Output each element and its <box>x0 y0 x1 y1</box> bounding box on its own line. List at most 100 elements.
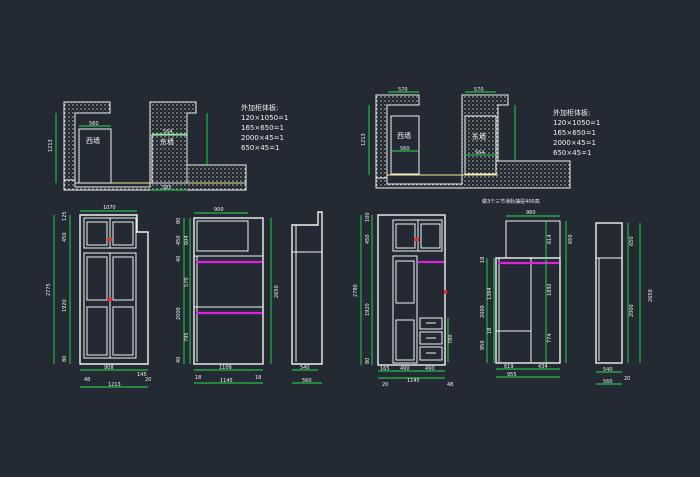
elev2-dim-h2: 604 <box>184 235 190 245</box>
plan-right-cabinet-a <box>390 115 420 175</box>
plan-right-west-wall-label: 西墙 <box>397 131 411 140</box>
elev2-dim-h8: 40 <box>176 357 182 363</box>
elev5-dim-h8: 18 <box>487 328 493 334</box>
elev2-dim-top: 900 <box>214 207 224 213</box>
elev5-top-box <box>505 220 561 259</box>
elev4-panel <box>395 260 415 304</box>
plan-right-cabinet-b <box>464 115 497 175</box>
notes-left-title: 外加柜体板: <box>241 103 278 112</box>
elev4-dim-d4: 165 <box>380 366 390 372</box>
elev4-drawer <box>419 331 443 345</box>
elev4-dim-right: 48 <box>447 382 453 388</box>
elev1-panel <box>112 221 134 246</box>
elev5-dim-h1: 614 <box>547 234 553 244</box>
elev4-panel <box>395 319 415 361</box>
notes-right-title: 外加柜体板: <box>553 108 590 117</box>
elev1-handle <box>107 298 112 301</box>
elev1-dim-right: 20 <box>145 377 151 383</box>
elev2-dim-h3: 450 <box>176 235 182 245</box>
elev1-dim-total: 2775 <box>46 283 52 296</box>
elev1-dim-side: 145 <box>137 372 147 378</box>
plan-left-west-wall-label: 西墙 <box>86 136 100 145</box>
elev3-dim-w2: 560 <box>302 378 312 384</box>
plan-left-east-wall <box>63 101 247 191</box>
notes-right-line: 2000×45=1 <box>553 139 596 147</box>
elev5-dim-b2: 434 <box>538 364 548 370</box>
elev4-dim-total-w: 1145 <box>407 378 420 384</box>
elev2-dim-h7: 795 <box>184 332 190 342</box>
elev4-dim-drawer: 780 <box>448 334 454 344</box>
elev4-main-door <box>392 255 418 364</box>
elev4-drawer <box>419 346 443 361</box>
elev-left-front: 1070 2775 125 450 1920 80 908 145 48 20 … <box>46 205 151 388</box>
elev2-dim-h5: 570 <box>184 277 190 287</box>
plan-left-east-wall-label: 东墙 <box>160 137 174 146</box>
elev4-handle <box>444 290 447 294</box>
elev3-dim-w1: 540 <box>300 365 310 371</box>
elev6-dim-h2: 2000 <box>629 304 635 317</box>
elev1-dim-hbase: 80 <box>62 356 68 362</box>
plan-right-dim-560: 560 <box>400 146 410 152</box>
elev4-dim-hmid: 450 <box>365 234 371 244</box>
elev-right-front: 2780 100 450 1920 80 780 165 490 490 20 … <box>353 212 454 388</box>
elev6-dim-h1: 650 <box>629 236 635 246</box>
notes-left-line: 2000×45=1 <box>241 134 284 142</box>
elev5-dim-h9: 950 <box>480 340 486 350</box>
elev2-dim-r: 18 <box>255 375 261 381</box>
elev3-outline <box>291 211 323 365</box>
elev4-dim-hbase: 80 <box>365 358 371 364</box>
elev-right-side: 960 18 2000 950 1364 18 614 1892 774 650… <box>480 210 574 378</box>
plan-left-dim-1213: 1213 <box>48 139 54 152</box>
plan-left-dim-560: 560 <box>89 121 99 127</box>
elev5-dim-top: 960 <box>526 210 536 216</box>
elev6-dim-total: 2650 <box>648 289 654 302</box>
elev2-dim-bw: 1109 <box>219 365 232 371</box>
elev1-outline <box>79 214 149 365</box>
elev2-dim-h4: 40 <box>176 256 182 262</box>
elev5-dim-h3: 18 <box>480 257 486 263</box>
notes-right-line: 165×650=1 <box>553 129 596 137</box>
elev4-dim-hlow: 1920 <box>365 303 371 316</box>
plan-left: 西墙 东墙 560 564 585 1213 <box>48 101 247 191</box>
elev1-dim-top: 1070 <box>103 205 116 211</box>
elev1-panel <box>112 256 134 301</box>
elev6-dim-r: 20 <box>624 376 630 382</box>
elev4-outline <box>377 214 446 366</box>
plan-left-cabinet-b <box>151 134 188 184</box>
notes-left: 外加柜体板: 120×1050=1 165×650=1 2000×45=1 65… <box>241 103 288 152</box>
elev4-panel <box>420 223 441 249</box>
elev2-dim-total-w: 1145 <box>220 378 233 384</box>
notes-right-line: 650×45=1 <box>553 149 591 157</box>
elev4-handle <box>414 238 419 241</box>
elev5-dim-b1: 619 <box>504 364 514 370</box>
elev-left-side: 900 80 450 40 2000 40 604 570 795 1109 1… <box>176 207 280 384</box>
elev1-panel <box>86 306 108 356</box>
elev6-dim-w2: 560 <box>603 379 613 385</box>
notes-left-line: 650×45=1 <box>241 144 279 152</box>
elev1-dim-bw: 908 <box>104 365 114 371</box>
plan-right-dim-top2: 570 <box>474 87 484 93</box>
elev6-dim-w1: 540 <box>603 367 613 373</box>
elev4-dim-d3: 490 <box>425 366 435 372</box>
elev1-dim-hlow: 1920 <box>62 299 68 312</box>
elev4-dim-d1: 20 <box>382 382 388 388</box>
elev1-panel <box>86 256 108 301</box>
elev2-dim-h1: 80 <box>176 218 182 224</box>
plan-left-dim-564: 564 <box>163 129 173 135</box>
elev5-dim-h7: 774 <box>547 333 553 343</box>
elev2-dim-h6: 2000 <box>176 307 182 320</box>
plan-right: 西墙 东墙 570 570 560 564 1213 <box>361 87 571 189</box>
elev4-dim-htop: 100 <box>365 212 371 222</box>
elev4-panel <box>395 223 416 249</box>
elev5-dim-total-w: 955 <box>507 372 517 378</box>
elev4-drawer <box>419 317 443 330</box>
elev2-outline <box>193 217 264 365</box>
center-caption: 做3个三节滑轨抽屉400高 <box>482 198 540 205</box>
elev-left-end: 540 560 <box>291 211 323 384</box>
elev1-panel <box>112 306 134 356</box>
elev4-dim-total: 2780 <box>353 284 359 297</box>
elev6-outline <box>595 222 623 364</box>
plan-right-dim-564: 564 <box>475 150 485 156</box>
